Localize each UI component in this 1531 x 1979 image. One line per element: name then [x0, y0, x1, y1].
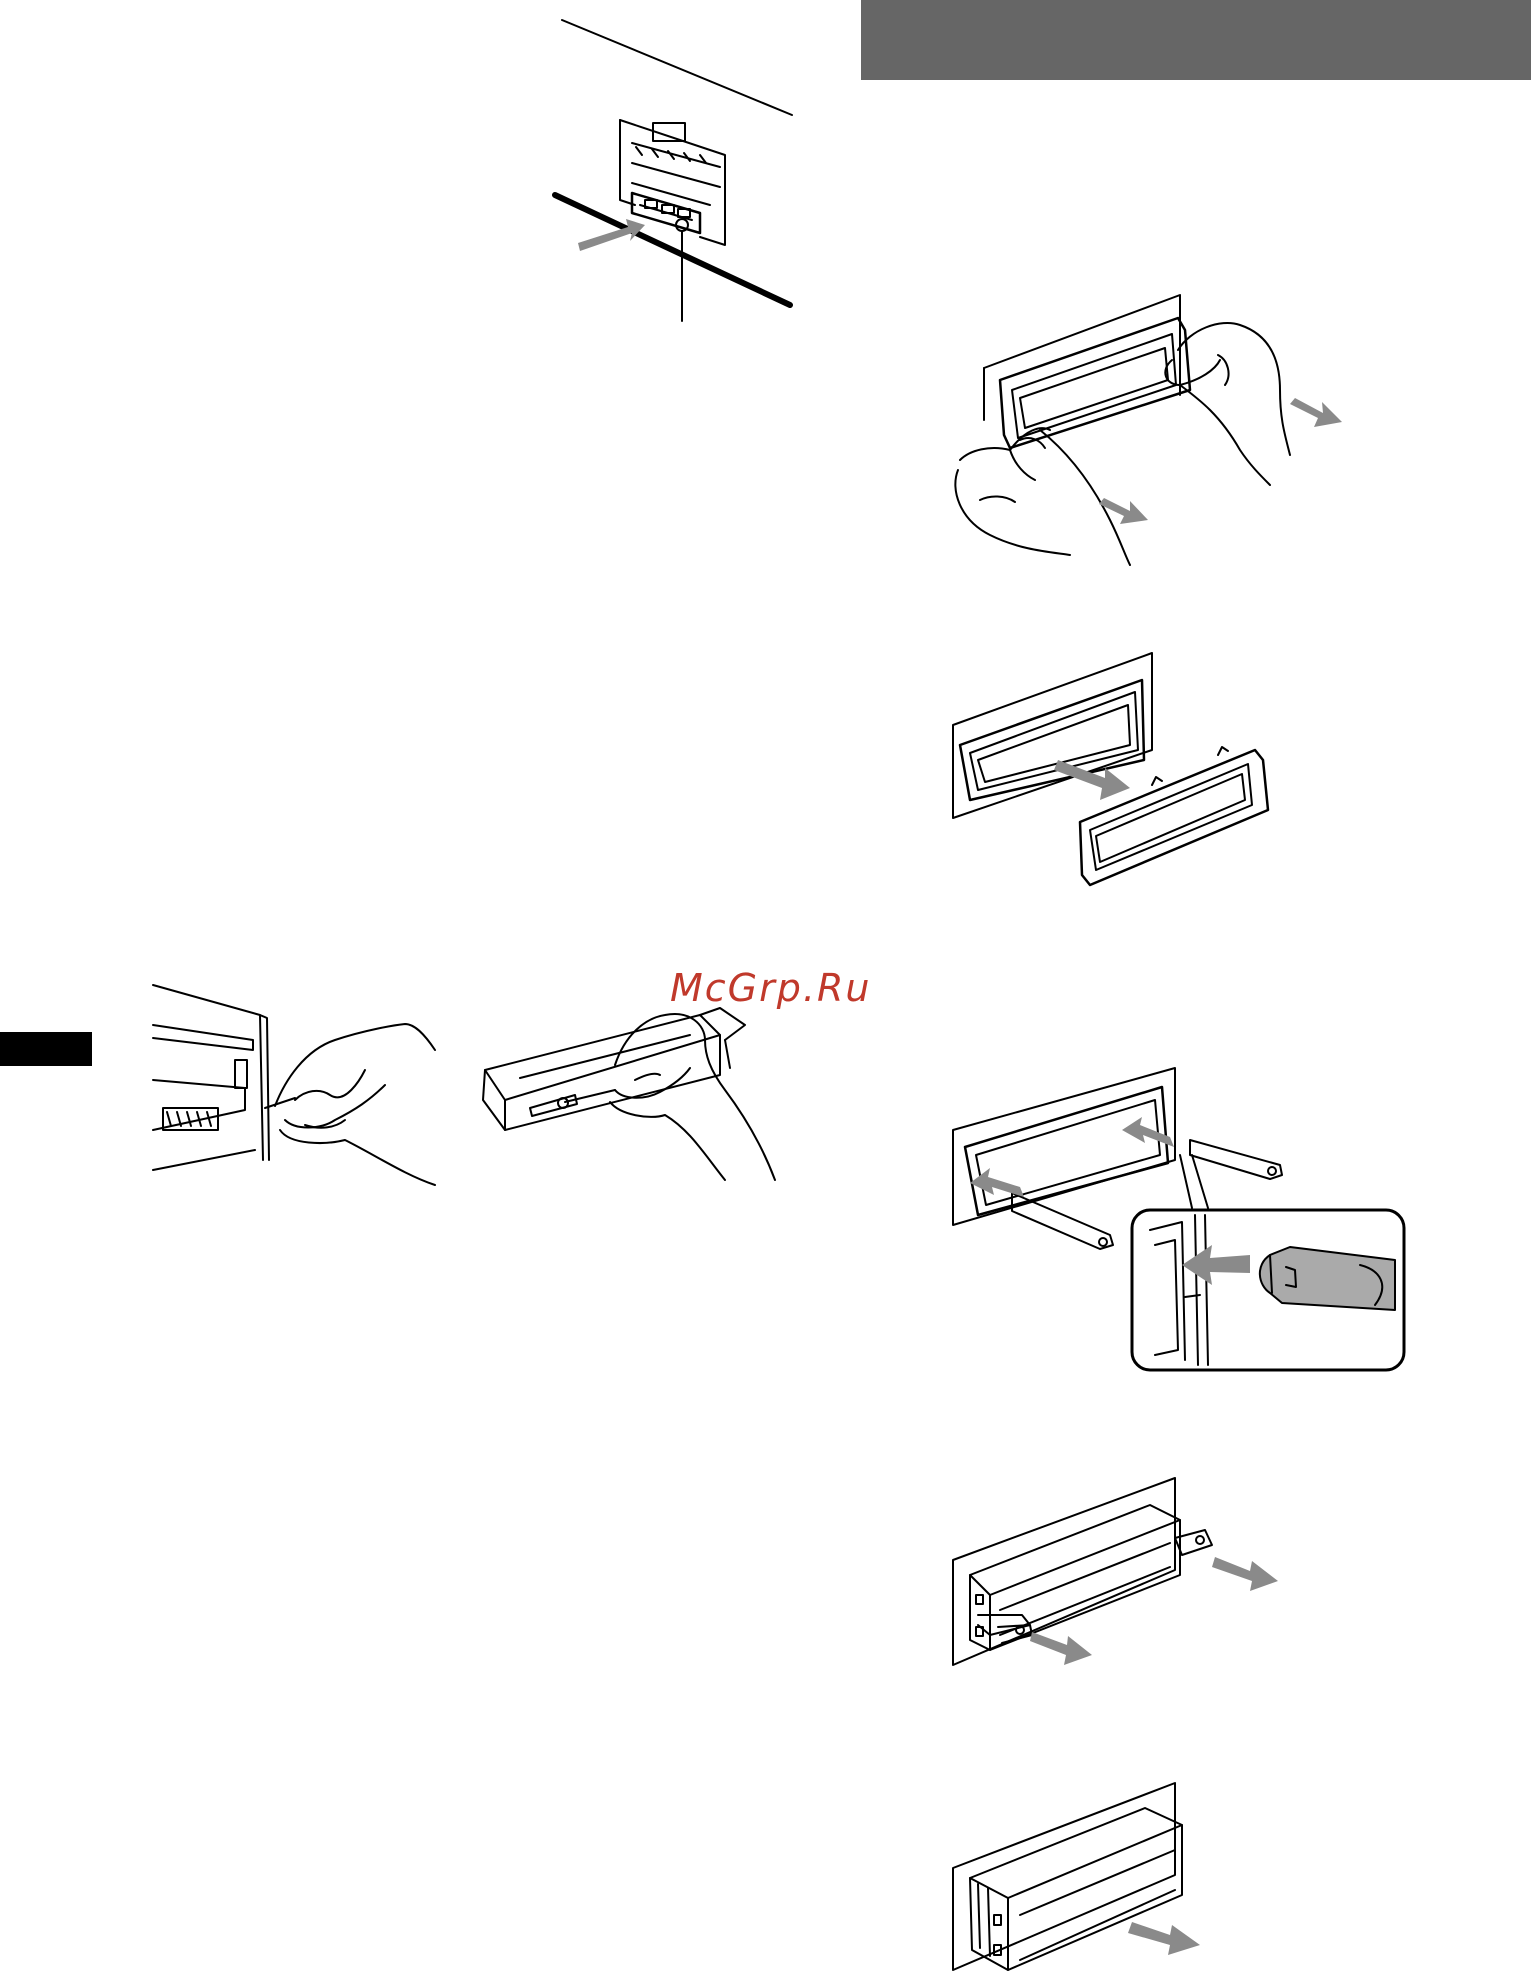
side-index-tab [0, 1032, 92, 1066]
connector-release-icon [555, 20, 792, 321]
hands-pull-icon [955, 295, 1342, 565]
pull-arrow-icon [953, 1478, 1278, 1665]
escutcheon-removed-figure [950, 650, 1280, 895]
escutcheon-hands-figure [950, 290, 1340, 570]
section-header-bar [861, 0, 1531, 80]
release-keys-insert-figure [950, 1065, 1410, 1380]
unit-slide-out-figure [950, 1780, 1240, 1975]
frame-remove-icon [953, 653, 1268, 885]
unit-remove-icon [953, 1783, 1200, 1970]
release-key-icon [953, 1068, 1404, 1370]
release-keys-pull-figure [950, 1475, 1280, 1670]
cotton-swab-cleaning-icon [153, 985, 775, 1185]
front-panel-clean-figure [145, 980, 795, 1195]
connector-release-figure [550, 15, 800, 335]
